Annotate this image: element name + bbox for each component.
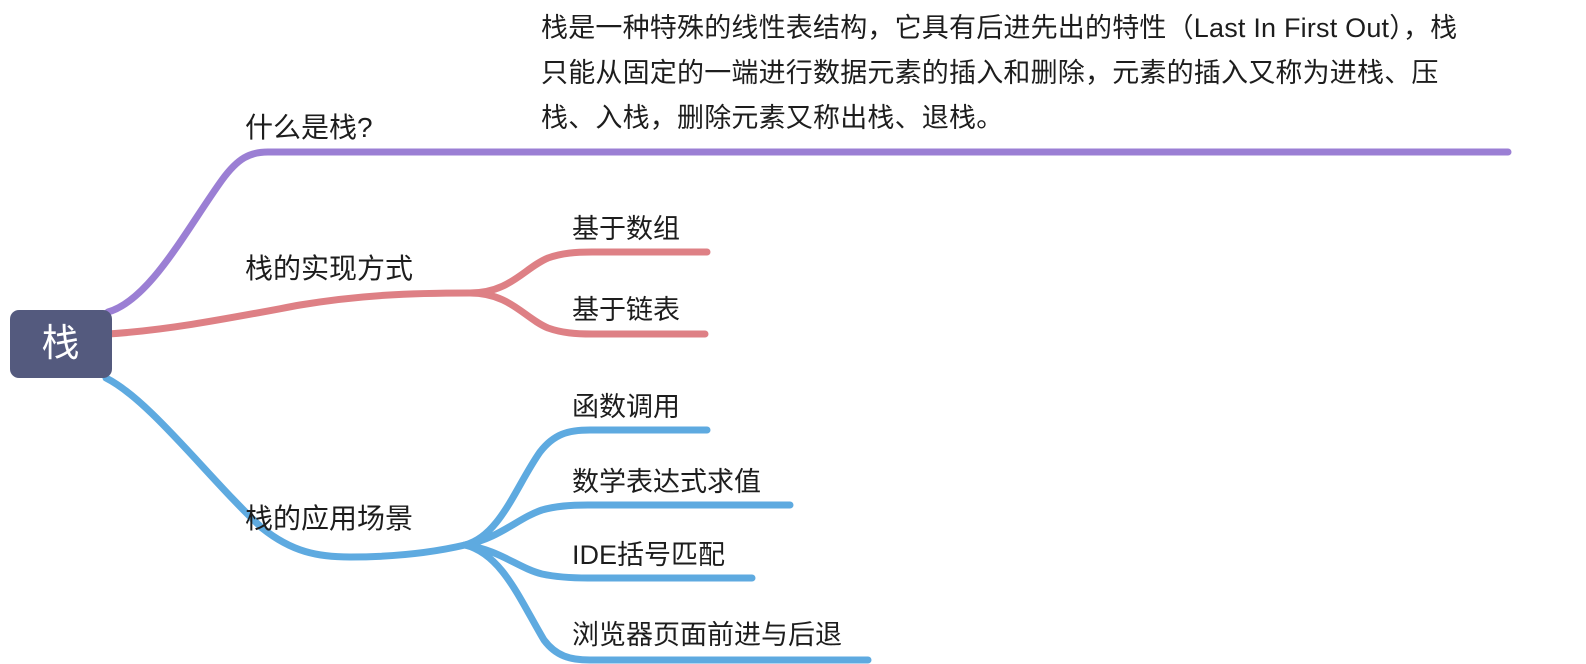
branch-connector-implementation bbox=[104, 248, 711, 338]
root-node[interactable]: 栈 bbox=[10, 310, 112, 378]
leaf-label-browser-navigation[interactable]: 浏览器页面前进与后退 bbox=[572, 620, 842, 650]
note-line-2: 只能从固定的一端进行数据元素的插入和删除，元素的插入又称为进栈、压 bbox=[541, 58, 1439, 88]
root-node-label: 栈 bbox=[41, 323, 81, 365]
branch-connector-what-is-stack bbox=[104, 148, 1512, 316]
leaf-label-ide-bracket-match[interactable]: IDE括号匹配 bbox=[572, 540, 726, 570]
note-line-3: 栈、入栈，删除元素又称出栈、退栈。 bbox=[541, 103, 1004, 133]
note-line-1: 栈是一种特殊的线性表结构，它具有后进先出的特性（Last In First Ou… bbox=[541, 13, 1458, 43]
leaf-label-function-call[interactable]: 函数调用 bbox=[572, 392, 680, 422]
branch-label-what-is-stack[interactable]: 什么是栈? bbox=[245, 112, 373, 143]
leaf-label-expression-eval[interactable]: 数学表达式求值 bbox=[572, 467, 761, 497]
branch-connector-applications bbox=[102, 374, 872, 664]
branch-label-applications[interactable]: 栈的应用场景 bbox=[245, 503, 414, 534]
leaf-label-linkedlist-based[interactable]: 基于链表 bbox=[572, 295, 680, 325]
leaf-label-array-based[interactable]: 基于数组 bbox=[572, 214, 680, 244]
note-what-is-stack: 栈是一种特殊的线性表结构，它具有后进先出的特性（Last In First Ou… bbox=[541, 6, 1489, 141]
branch-label-implementation[interactable]: 栈的实现方式 bbox=[245, 253, 414, 284]
